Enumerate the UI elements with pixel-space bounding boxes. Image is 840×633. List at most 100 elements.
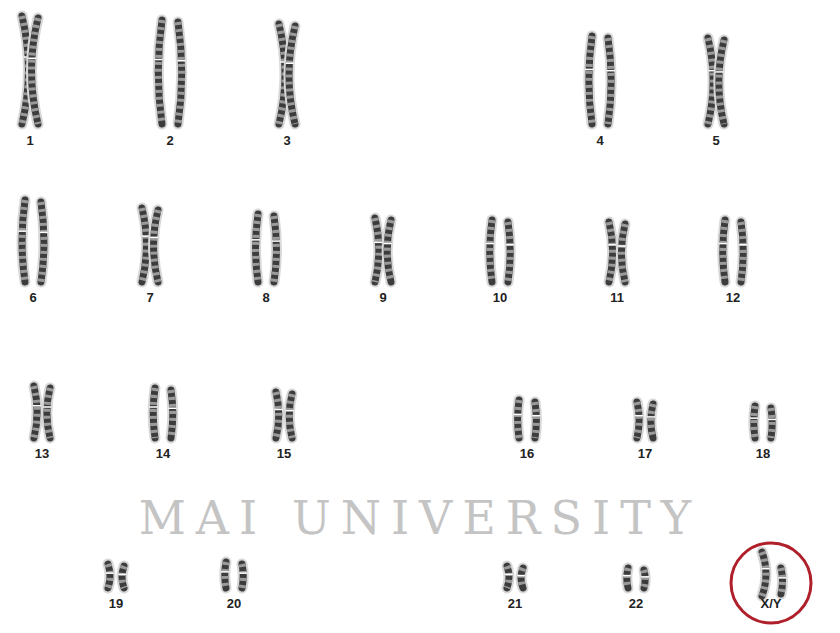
chromosome [252,214,260,282]
chromosome-halo [741,222,743,282]
centromere [719,243,727,245]
chromosome-body [535,402,536,438]
chromosome-body [589,36,592,124]
chromosome-body [627,568,628,588]
chromosome [641,570,649,588]
chromosome-body [609,222,613,282]
centromere [118,574,126,576]
centromere [514,414,522,416]
chromosome-body [242,564,243,588]
chromosome-band [518,400,519,438]
chromosome [149,388,157,438]
chromosome-band [108,564,110,588]
centromere [768,419,776,421]
chromosome-body [142,208,146,282]
chromosome [585,36,593,124]
chromosome-body [256,214,258,282]
chromosome-band [242,564,243,588]
chromosome [374,218,382,282]
centromere [618,245,626,247]
chromosome-number: X/Y [761,597,782,610]
chromosome [40,202,48,282]
chromosome-body [154,210,158,282]
chromosome-halo [609,222,613,282]
chromosome-halo [644,570,645,588]
centromere [647,416,655,418]
chromosome-halo [535,402,536,438]
chromosome-body [289,394,292,438]
centromere [750,417,758,419]
centromere [641,576,649,578]
chromosome-band [158,20,162,124]
centromere [286,62,294,64]
chromosome-number: 8 [262,291,269,304]
chromosome [768,408,776,438]
chromosome-band [781,568,783,594]
chromosome [608,222,616,282]
chromosome-halo [781,568,783,594]
chromosome [635,402,643,438]
chromosome-body [507,566,509,588]
centromere [778,577,786,579]
chromosome-halo [507,566,509,588]
chromosome-halo [719,40,724,124]
chromosome-number: 1 [26,134,33,147]
chromosome-halo [153,388,155,438]
chromosome-band [154,210,158,282]
chromosome-body [781,568,783,594]
centromere [169,407,177,409]
chromosome-band [47,388,50,438]
chromosome-number: 7 [146,291,153,304]
chromosome-body [608,38,611,124]
chromosome [762,552,770,596]
chromosome-body [158,20,162,124]
chromosome [150,210,158,282]
centromere [739,244,747,246]
chromosome-body [108,564,110,588]
chromosome-band [589,36,592,124]
chromosome-number: 20 [227,597,241,610]
chromosome-body [225,562,226,588]
chromosome-band [41,202,44,282]
chromosome-number: 21 [508,597,522,610]
chromosome-body [762,552,766,596]
chromosome-body [708,38,713,124]
chromosome-body [754,406,755,438]
chromosome-band [637,402,639,438]
centromere [106,572,114,574]
chromosome-halo [621,224,625,282]
chromosome-band [508,222,510,282]
centromere [18,230,26,232]
chromosome-body [375,218,379,282]
chromosome [618,224,626,282]
chromosome-body [723,220,725,282]
chromosome [169,390,177,438]
centromere [715,71,723,73]
chromosome-body [771,408,772,438]
chromosome-band [754,406,755,438]
chromosome [106,564,114,588]
chromosome-body [32,18,38,124]
chromosome-band [276,392,279,438]
chromosome-halo [158,20,162,124]
chromosome-halo [122,566,124,588]
chromosome [286,26,295,124]
chromosome-halo [608,38,611,124]
centromere [43,406,51,408]
chromosome-halo [178,22,182,124]
chromosome [505,566,513,588]
chromosome-halo [256,214,258,282]
chromosome-body [289,26,295,124]
chromosome-band [387,220,391,282]
chromosome-halo [762,552,766,596]
chromosome [739,222,747,282]
chromosome-band [609,222,613,282]
chromosome-halo [108,564,110,588]
chromosome-body [171,390,173,438]
chromosome-halo [242,564,243,588]
highlight-circle: X/Y [729,541,813,625]
chromosome-number: 6 [29,291,36,304]
chromosome-band [535,402,536,438]
centromere [635,415,643,417]
centromere [239,572,247,574]
